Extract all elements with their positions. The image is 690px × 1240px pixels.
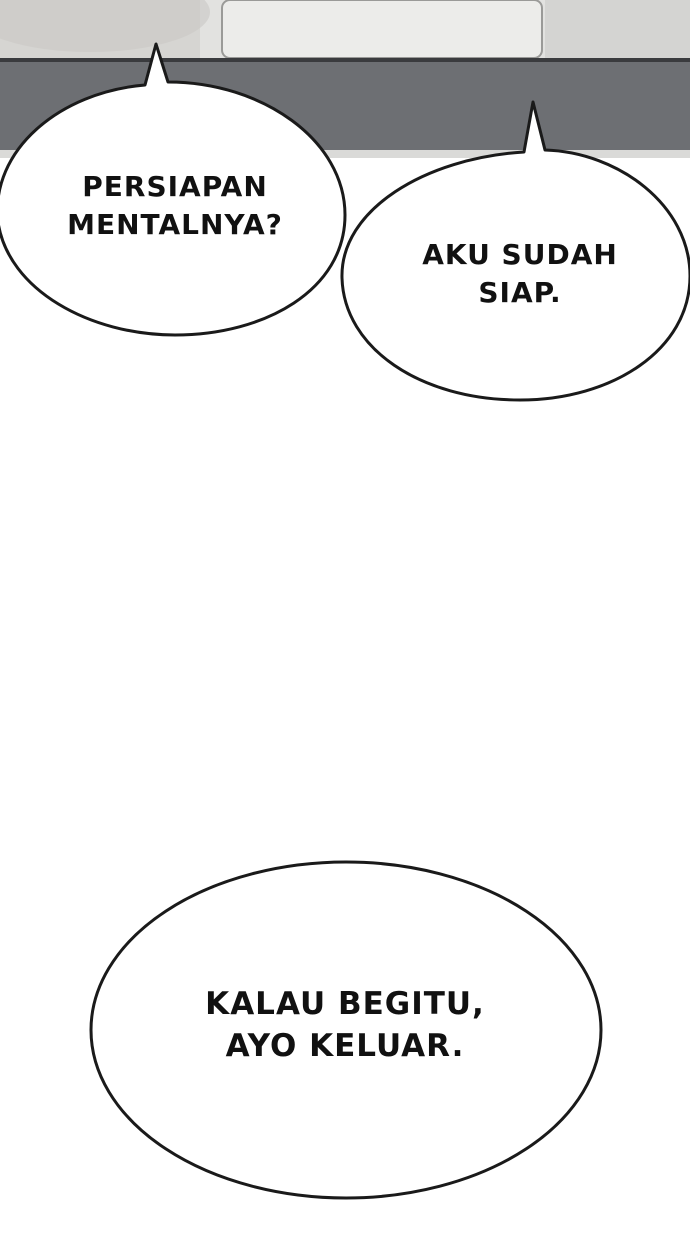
bubble-2-line-2: SIAP.: [478, 275, 562, 309]
bubble-1-line-1: PERSIAPAN: [82, 170, 268, 203]
band-top-edge: [0, 58, 690, 62]
band-light-stripe: [0, 150, 690, 158]
bubble-3-text: KALAU BEGITU, AYO KELUAR.: [130, 984, 560, 1068]
bubble-1-line-2: MENTALNYA?: [67, 207, 283, 241]
background-blur-shape: [0, 0, 210, 52]
bubble-2-text: AKU SUDAH SIAP.: [370, 236, 670, 312]
bubble-3-line-2: AYO KELUAR.: [225, 1027, 465, 1064]
bubble-3-line-1: KALAU BEGITU,: [205, 986, 485, 1022]
background-object-right: [545, 0, 690, 58]
background-object-panel: [221, 0, 543, 59]
bubble-1-text: PERSIAPAN MENTALNYA?: [30, 168, 320, 244]
speech-bubble-3: [89, 860, 603, 1200]
bubble-2-line-1: AKU SUDAH: [422, 238, 618, 271]
speech-bubble-1: [0, 42, 347, 337]
speech-bubble-2: [340, 100, 690, 402]
